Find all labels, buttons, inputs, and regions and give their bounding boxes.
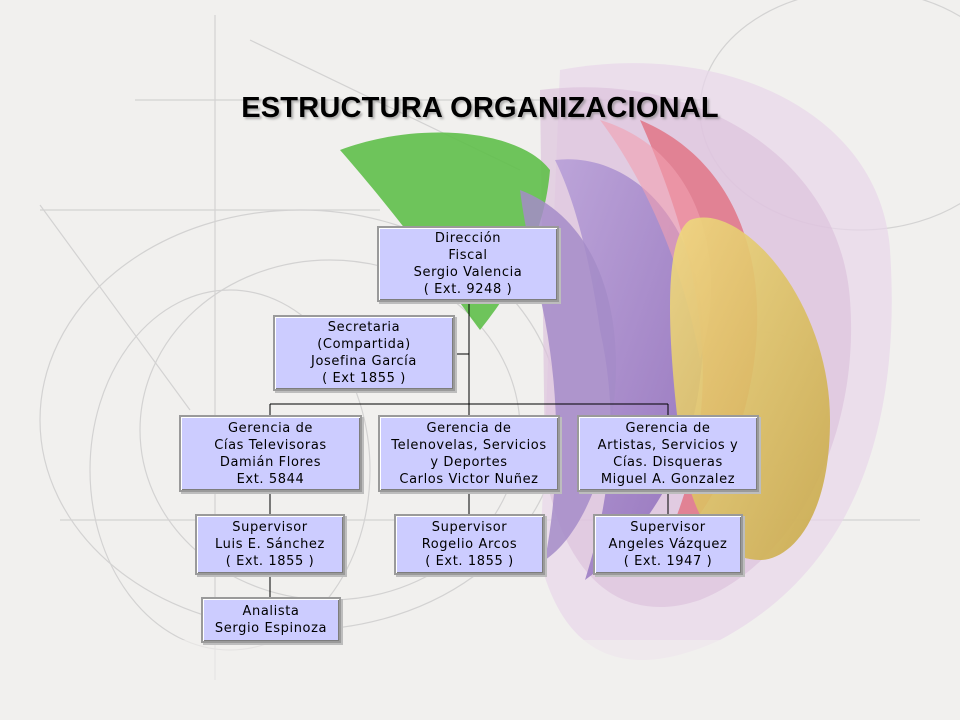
node-gerencia-3-text: Gerencia de Artistas, Servicios y Cías. … [597, 420, 739, 487]
node-secretaria: Secretaria (Compartida) Josefina García … [273, 315, 455, 391]
node-supervisor-vazquez: Supervisor Angeles Vázquez ( Ext. 1947 ) [593, 514, 743, 575]
node-gerencia-telenovelas: Gerencia de Telenovelas, Servicios y Dep… [378, 415, 560, 492]
node-supervisor-sanchez: Supervisor Luis E. Sánchez ( Ext. 1855 ) [195, 514, 345, 575]
node-direccion-fiscal: Dirección Fiscal Sergio Valencia ( Ext. … [377, 226, 559, 302]
node-gerencia-2-text: Gerencia de Telenovelas, Servicios y Dep… [391, 420, 547, 487]
node-direccion-text: Dirección Fiscal Sergio Valencia ( Ext. … [413, 231, 523, 297]
node-gerencia-1-text: Gerencia de Cías Televisoras Damián Flor… [214, 420, 327, 487]
slide-title: ESTRUCTURA ORGANIZACIONAL [241, 92, 719, 124]
node-supervisor-arcos: Supervisor Rogelio Arcos ( Ext. 1855 ) [394, 514, 545, 575]
node-supervisor-2-text: Supervisor Rogelio Arcos ( Ext. 1855 ) [421, 520, 518, 569]
node-gerencia-artistas: Gerencia de Artistas, Servicios y Cías. … [577, 415, 759, 492]
node-supervisor-1-text: Supervisor Luis E. Sánchez ( Ext. 1855 ) [215, 520, 325, 569]
node-supervisor-3-text: Supervisor Angeles Vázquez ( Ext. 1947 ) [608, 520, 728, 569]
node-analista-espinoza: Analista Sergio Espinoza [201, 597, 341, 643]
node-secretaria-text: Secretaria (Compartida) Josefina García … [311, 320, 417, 386]
node-gerencia-televisoras: Gerencia de Cías Televisoras Damián Flor… [179, 415, 362, 492]
node-analista-text: Analista Sergio Espinoza [214, 604, 328, 636]
